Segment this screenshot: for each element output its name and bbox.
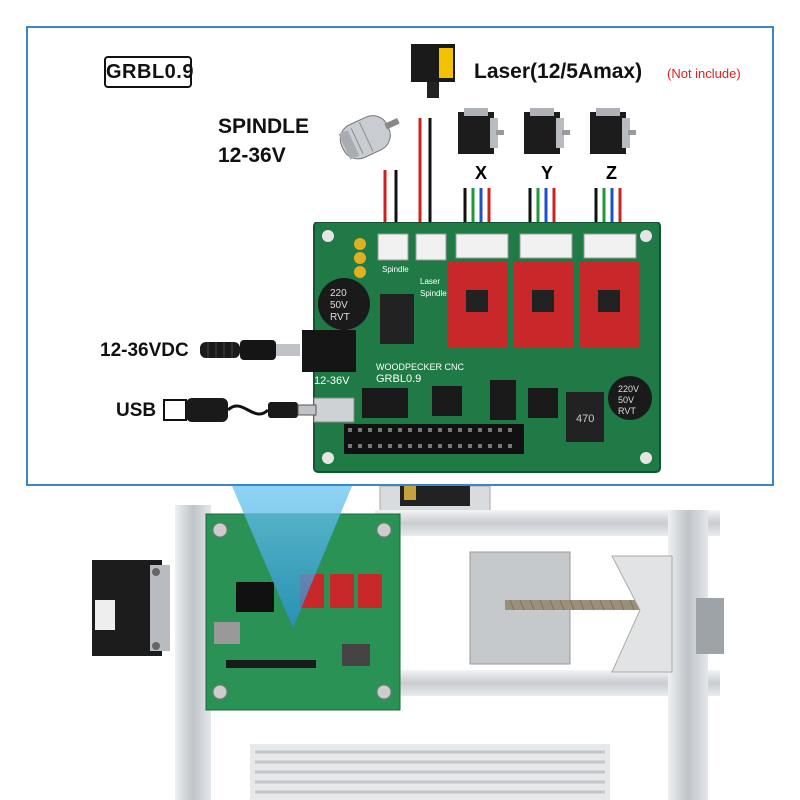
firmware-badge: GRBL0.9: [104, 56, 193, 88]
dc-plug-icon: [200, 340, 300, 360]
controller-board: 220 50V RVT Spindle Laser Spindle 12-36V…: [302, 222, 661, 473]
spindle-label: SPINDLE: [218, 115, 310, 138]
connector-spindle2-label: Spindle: [420, 289, 447, 298]
power-input-label: 12-36VDC: [100, 340, 189, 361]
cap-right-brand: RVT: [618, 406, 636, 416]
usb-label: USB: [116, 400, 157, 421]
stepper-motor-y-icon: [524, 108, 570, 154]
connector-laser-label: Laser: [420, 277, 440, 286]
cap-right-voltage: 50V: [618, 395, 634, 405]
stepper-motor-z-icon: [590, 108, 636, 154]
spindle-voltage-label: 12-36V: [218, 144, 286, 167]
usb-cable-icon: [163, 398, 317, 422]
wiring-z: [594, 188, 622, 222]
cap-right-value: 220V: [618, 384, 639, 394]
cnc-machine-photo: [0, 486, 800, 800]
stepper-motor-x-icon: [458, 108, 504, 154]
board-version: GRBL0.9: [376, 373, 421, 385]
spindle-motor-icon: [338, 115, 400, 160]
laser-not-included-note: (Not include): [667, 66, 741, 81]
cap-left-voltage: 50V: [330, 300, 348, 311]
connector-spindle-label: Spindle: [382, 265, 409, 274]
laser-module-icon: [411, 44, 455, 98]
board-brand: WOODPECKER CNC: [376, 362, 465, 372]
axis-label-x: X: [475, 163, 488, 183]
axis-label-y: Y: [541, 163, 554, 183]
board-voltage-label: 12-36V: [314, 375, 350, 387]
inductor-label: 470: [576, 413, 594, 425]
wiring: [383, 118, 556, 225]
cap-left-value: 220: [330, 288, 347, 299]
cap-left-brand: RVT: [330, 312, 350, 323]
axis-label-z: Z: [606, 163, 617, 183]
laser-label: Laser(12/5Amax): [474, 60, 643, 83]
